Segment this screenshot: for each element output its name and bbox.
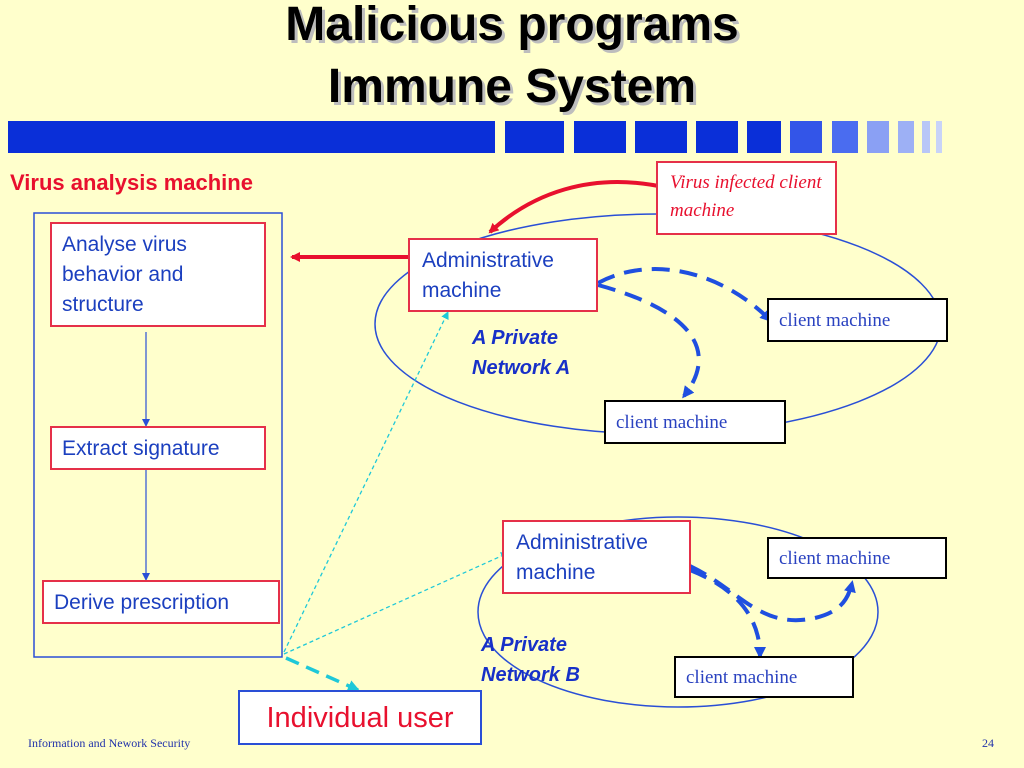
step-derive-box: Derive prescription [42,580,280,624]
virus-analysis-heading: Virus analysis machine [10,170,253,195]
infected-client-box: Virus infected client machine [656,161,837,235]
network-b-client-2: client machine [674,656,854,698]
slide-title-line1: Malicious programs [285,0,739,51]
admin-machine-b-label: Administrative machine [516,531,648,584]
individual-user-label: Individual user [266,702,454,734]
step-derive-label: Derive prescription [54,591,230,614]
client-label: client machine [779,548,891,569]
analysis-machine-frame [33,212,283,658]
step-analyse-label: Analyse virus behavior and structure [62,233,187,316]
slide-title-line2: Immune System [327,60,697,113]
arrow-to-admin-a [283,311,449,653]
client-label: client machine [779,310,891,331]
network-a-client-1: client machine [767,298,948,342]
individual-user-box: Individual user [238,690,482,745]
admin-machine-a-label: Administrative machine [422,249,554,302]
arrow-admin-b-to-client2 [689,568,766,659]
admin-machine-b-box: Administrative machine [502,520,691,594]
arrow-to-admin-b [283,552,509,655]
admin-machine-a-box: Administrative machine [408,238,598,312]
arrow-admin-a-to-client1 [597,267,773,323]
infected-client-label: Virus infected client machine [670,172,822,221]
network-b-ellipse [477,516,879,708]
step-extract-box: Extract signature [50,426,266,470]
page-number: 24 [982,736,994,750]
arrow-admin-a-to-client2 [597,283,701,399]
step-analyse-box: Analyse virus behavior and structure [50,222,266,327]
network-b-label: A Private Network B [481,634,580,686]
arrow-to-individual-user [285,656,360,692]
footer-course-title: Information and Nework Security [28,736,191,750]
network-a-client-2: client machine [604,400,786,444]
step-extract-label: Extract signature [62,437,220,460]
arrow-infected-to-admin-a [488,180,669,234]
client-label: client machine [616,412,728,433]
client-label: client machine [686,667,798,688]
network-a-label: A Private Network A [472,327,571,379]
network-b-client-1: client machine [767,537,947,579]
